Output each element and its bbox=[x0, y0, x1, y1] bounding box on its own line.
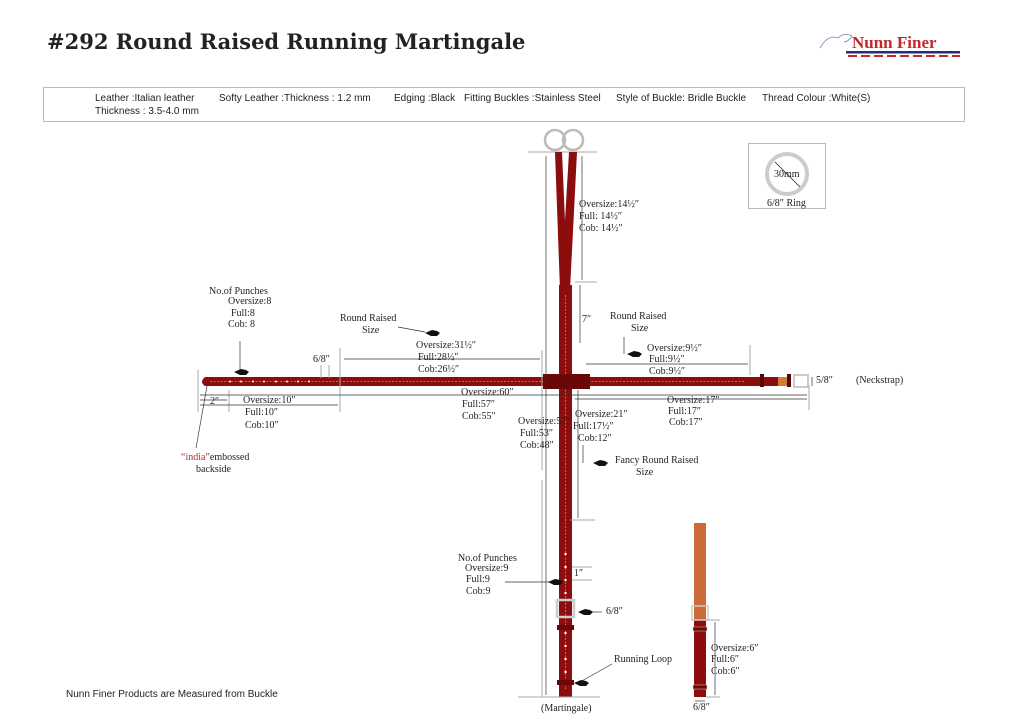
right-round-raised-size: Size bbox=[631, 323, 649, 334]
right-raised-cob: Cob:9½″ bbox=[649, 366, 685, 377]
ring-size: 30mm bbox=[774, 169, 800, 180]
neckstrap-width: 5/8″ bbox=[816, 375, 833, 386]
keeper bbox=[557, 625, 574, 630]
small-strap-buckle bbox=[691, 605, 709, 621]
neckstrap-punch-holes bbox=[229, 380, 310, 383]
round-raised-size: Size bbox=[362, 325, 380, 336]
left-ring bbox=[543, 128, 567, 152]
right-total-cob: Cob:17″ bbox=[669, 417, 703, 428]
punches-oversize: Oversize:8 bbox=[228, 296, 271, 307]
martingale-buckle bbox=[555, 598, 576, 619]
left-raised-oversize: Oversize:31½″ bbox=[416, 340, 476, 351]
right-raised-full: Full:9½″ bbox=[649, 354, 685, 365]
running-loop-label: Running Loop bbox=[614, 654, 672, 665]
ring-box bbox=[748, 143, 826, 209]
horse-icon bbox=[819, 34, 853, 49]
martingale-buckle-width: 6/8″ bbox=[606, 606, 623, 617]
spec-box bbox=[43, 87, 965, 122]
small-strap-width: 6/8″ bbox=[693, 702, 710, 713]
spec-buckle-style: Style of Buckle: Bridle Buckle bbox=[616, 93, 746, 104]
martingale-punches-oversize: Oversize:9 bbox=[465, 563, 508, 574]
running-loop bbox=[557, 680, 574, 685]
right-raised-oversize: Oversize:9½″ bbox=[647, 343, 702, 354]
embossed-word: embossed bbox=[210, 452, 249, 463]
spec-softy: Softy Leather :Thickness : 1.2 mm bbox=[219, 93, 371, 104]
fancy-full: Full:17½″ bbox=[573, 421, 614, 432]
ring-label: 6/8″ Ring bbox=[767, 198, 806, 209]
dimension-lines bbox=[195, 156, 813, 698]
round-raised-label: Round Raised bbox=[340, 313, 396, 324]
neck-total-oversize: Oversize:60″ bbox=[461, 387, 513, 398]
fancy-size: Size bbox=[636, 467, 654, 478]
small-strap-cob: Cob:6″ bbox=[711, 666, 740, 677]
spec-buckles: Fitting Buckles :Stainless Steel bbox=[464, 93, 601, 104]
martingale-punches-heading: No.of Punches bbox=[458, 553, 517, 564]
fork-right bbox=[561, 152, 577, 290]
india-embossed: “india”embossed bbox=[181, 452, 249, 463]
punch-zone-cob: Cob:10″ bbox=[245, 420, 279, 431]
neck-total-cob: Cob:55″ bbox=[462, 411, 496, 422]
crossing-piece bbox=[543, 374, 590, 389]
fork-oversize: Oversize:14½″ bbox=[579, 199, 639, 210]
small-strap-full: Full:6″ bbox=[711, 654, 739, 665]
martingale-punch-holes bbox=[564, 552, 567, 674]
footer-note: Nunn Finer Products are Measured from Bu… bbox=[66, 689, 278, 700]
fancy-label: Fancy Round Raised bbox=[615, 455, 698, 466]
martingale-total-cob: Cob:48″ bbox=[520, 440, 554, 451]
fancy-oversize: Oversize:21″ bbox=[575, 409, 627, 420]
punch-zone-full: Full:10″ bbox=[245, 407, 278, 418]
neckstrap-label: (Neckstrap) bbox=[856, 375, 903, 386]
punches-cob: Cob: 8 bbox=[228, 319, 255, 330]
left-width: 6/8″ bbox=[313, 354, 330, 365]
left-raised-full: Full:28½″ bbox=[418, 352, 459, 363]
spec-thickness: Thickness : 3.5-4.0 mm bbox=[95, 106, 199, 117]
small-strap-lower bbox=[694, 620, 706, 697]
martingale-label: (Martingale) bbox=[541, 703, 592, 714]
martingale-punches-cob: Cob:9 bbox=[466, 586, 490, 597]
brand-logo: Nunn Finer bbox=[819, 33, 960, 57]
india-word: “india” bbox=[181, 452, 210, 463]
neckstrap bbox=[202, 377, 790, 386]
fork-full: Full: 14½″ bbox=[579, 211, 622, 222]
right-round-raised-label: Round Raised bbox=[610, 311, 666, 322]
martingale-punches-full: Full:9 bbox=[466, 574, 490, 585]
spec-leather: Leather :Italian leather bbox=[95, 93, 195, 104]
right-ring bbox=[561, 128, 585, 152]
martingale-total-oversize: Oversize:57″ bbox=[518, 416, 570, 427]
martingale-total-full: Full:53″ bbox=[520, 428, 553, 439]
tip-length: 2″ bbox=[210, 396, 219, 407]
fancy-cob: Cob:12″ bbox=[578, 433, 612, 444]
one-inch: 1″ bbox=[574, 568, 583, 579]
neckstrap-buckle bbox=[793, 374, 809, 388]
seven-inch: 7″ bbox=[582, 314, 591, 325]
ring-icon bbox=[765, 152, 809, 196]
fork-cob: Cob: 14½″ bbox=[579, 223, 623, 234]
right-total-oversize: Oversize:17″ bbox=[667, 395, 719, 406]
small-strap-upper bbox=[694, 523, 706, 620]
spec-thread: Thread Colour :White(S) bbox=[762, 93, 870, 104]
logo-text: Nunn Finer bbox=[852, 33, 937, 52]
punches-full: Full:8 bbox=[231, 308, 255, 319]
neck-total-full: Full:57″ bbox=[462, 399, 495, 410]
backside-word: backside bbox=[196, 464, 232, 475]
small-strap-oversize: Oversize:6″ bbox=[711, 643, 758, 654]
punches-heading: No.of Punches bbox=[209, 286, 268, 297]
left-raised-cob: Cob:26½″ bbox=[418, 364, 459, 375]
spec-edging: Edging :Black bbox=[394, 93, 456, 104]
punch-zone-oversize: Oversize:10″ bbox=[243, 395, 295, 406]
right-total-full: Full:17″ bbox=[668, 406, 701, 417]
page-title: #292 Round Raised Running Martingale bbox=[47, 29, 525, 54]
